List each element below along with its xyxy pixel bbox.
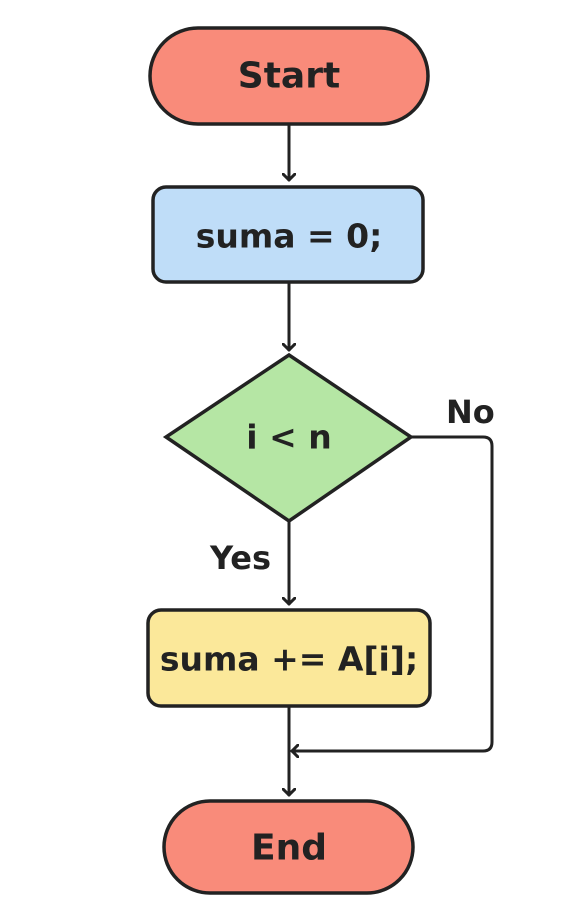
- edge-label-yes: Yes: [209, 539, 271, 577]
- end-node: [162, 799, 415, 895]
- condition-decision-node: [162, 352, 415, 524]
- end-node-label: End: [251, 828, 327, 869]
- body-process-node: [146, 608, 432, 708]
- init-process-node: [151, 185, 425, 284]
- condition-decision-label: i < n: [246, 418, 331, 457]
- edge-condition-no-loop: [290, 435, 494, 751]
- start-node: [148, 26, 430, 126]
- edge-label-no: No: [446, 393, 495, 431]
- init-process-label: suma = 0;: [196, 217, 383, 256]
- body-process-label: suma += A[i];: [160, 640, 418, 679]
- start-node-label: Start: [238, 56, 340, 97]
